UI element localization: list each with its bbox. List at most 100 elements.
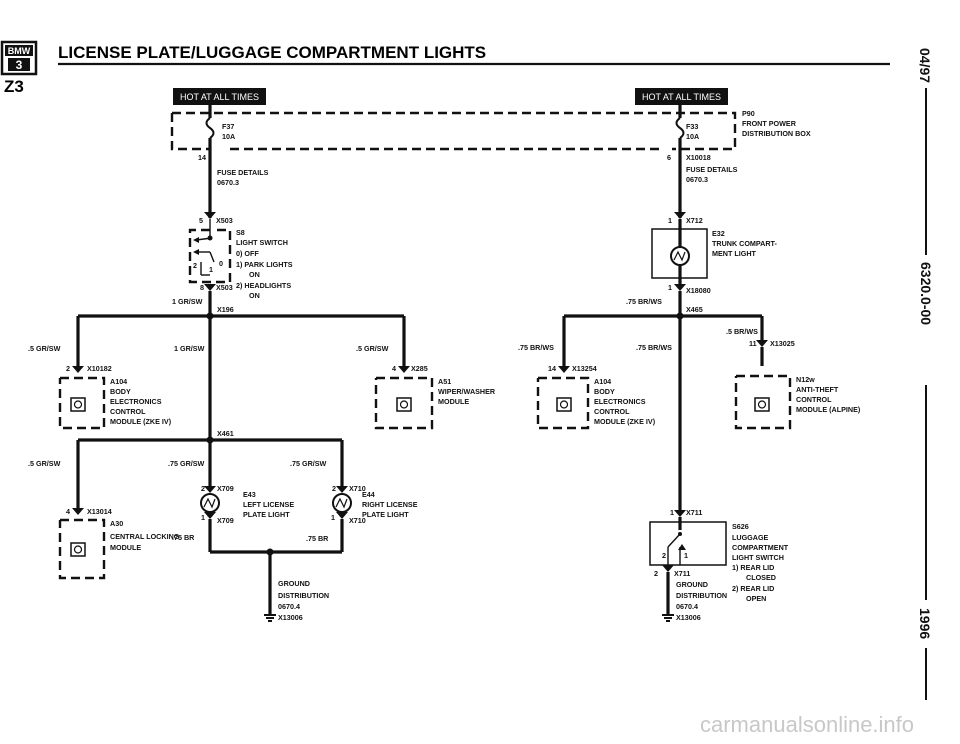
right-feed-wire	[674, 150, 686, 219]
svg-text:MENT LIGHT: MENT LIGHT	[712, 249, 757, 258]
light-switch-s8: 5 X503 2 0 1 S8 LIGHT SWITCH 0) OFF 1) P…	[172, 216, 293, 316]
svg-text:FUSE DETAILS: FUSE DETAILS	[686, 165, 738, 174]
svg-text:0) OFF: 0) OFF	[236, 249, 259, 258]
svg-text:1: 1	[209, 265, 213, 274]
svg-text:X285: X285	[411, 364, 428, 373]
trunk-compartment-light-e32: 1 X712 E32 TRUNK COMPART- MENT LIGHT 1 X…	[626, 216, 778, 316]
svg-text:E32: E32	[712, 229, 725, 238]
svg-text:2: 2	[662, 551, 666, 560]
hot-at-all-times-right: HOT AT ALL TIMES	[635, 88, 728, 105]
svg-text:5: 5	[199, 216, 203, 225]
svg-text:.75 GR/SW: .75 GR/SW	[168, 459, 205, 468]
svg-text:S8: S8	[236, 228, 245, 237]
svg-text:F33: F33	[686, 122, 698, 131]
module-a104-right: 14 X13254 A104 BODY ELECTRONICS CONTROL …	[536, 364, 656, 430]
svg-text:X461: X461	[217, 429, 234, 438]
svg-text:X709: X709	[217, 516, 234, 525]
svg-text:X13006: X13006	[676, 613, 701, 622]
svg-text:1) REAR LID: 1) REAR LID	[732, 563, 774, 572]
svg-text:CENTRAL LOCKING: CENTRAL LOCKING	[110, 532, 180, 541]
svg-text:DISTRIBUTION: DISTRIBUTION	[278, 591, 329, 600]
svg-text:X711: X711	[686, 508, 702, 517]
svg-text:.75 BR: .75 BR	[306, 534, 329, 543]
svg-text:N12w: N12w	[796, 375, 815, 384]
right-bus-x465: .75 BR/WS .75 BR/WS .5 BR/WS	[518, 312, 764, 510]
svg-text:14: 14	[198, 153, 206, 162]
left-license-plate-light-e43: 2 X709 E43 LEFT LICENSE PLATE LIGHT 1 X7…	[172, 484, 294, 552]
svg-text:LIGHT SWITCH: LIGHT SWITCH	[236, 238, 288, 247]
svg-text:0670.3: 0670.3	[217, 178, 239, 187]
svg-text:1: 1	[668, 283, 672, 292]
module-a30: 4 X13014 A30 CENTRAL LOCKING MODULE	[58, 507, 180, 580]
side-year: 1996	[917, 608, 933, 639]
fuse-f33: F33 10A 6 X10018 FUSE DETAILS 0670.3	[667, 105, 738, 184]
svg-text:4: 4	[66, 507, 70, 516]
svg-text:MODULE (ZKE IV): MODULE (ZKE IV)	[594, 417, 656, 426]
fuse-box-outline	[170, 111, 737, 151]
svg-text:X10018: X10018	[686, 153, 711, 162]
fuse-f37: F37 10A 14 FUSE DETAILS 0670.3	[198, 105, 269, 187]
svg-text:GROUND: GROUND	[676, 580, 708, 589]
svg-text:A30: A30	[110, 519, 123, 528]
side-code: 6320.0-00	[918, 262, 934, 325]
svg-text:X710: X710	[349, 484, 366, 493]
left-feed-wire	[204, 150, 216, 219]
svg-text:LEFT LICENSE: LEFT LICENSE	[243, 500, 294, 509]
svg-text:PLATE LIGHT: PLATE LIGHT	[362, 510, 409, 519]
svg-text:A104: A104	[594, 377, 611, 386]
svg-text:CONTROL: CONTROL	[110, 407, 146, 416]
svg-text:1: 1	[670, 508, 674, 517]
module-n12w: 11 X13025 N12w ANTI-THEFT CONTROL MODULE…	[734, 339, 861, 430]
watermark: carmanualsonline.info	[700, 712, 914, 737]
svg-text:X710: X710	[349, 516, 366, 525]
ground-distribution-right: GROUND DISTRIBUTION 0670.4 X13006	[662, 580, 727, 622]
svg-text:X13006: X13006	[278, 613, 303, 622]
module-a104-left: 2 X10182 A104 BODY ELECTRONICS CONTROL M…	[58, 364, 172, 430]
svg-text:DISTRIBUTION BOX: DISTRIBUTION BOX	[742, 129, 811, 138]
svg-text:ANTI-THEFT: ANTI-THEFT	[796, 385, 839, 394]
svg-text:.5 GR/SW: .5 GR/SW	[356, 344, 389, 353]
right-license-plate-light-e44: 2 X710 E44 RIGHT LICENSE PLATE LIGHT 1 X…	[306, 484, 418, 552]
page-title: LICENSE PLATE/LUGGAGE COMPARTMENT LIGHTS	[58, 43, 486, 62]
svg-text:ON: ON	[249, 291, 260, 300]
svg-text:ELECTRONICS: ELECTRONICS	[594, 397, 646, 406]
svg-text:14: 14	[548, 364, 556, 373]
svg-text:4: 4	[392, 364, 396, 373]
svg-text:X196: X196	[217, 305, 234, 314]
svg-text:BODY: BODY	[594, 387, 615, 396]
svg-text:X13254: X13254	[572, 364, 597, 373]
svg-text:RIGHT LICENSE: RIGHT LICENSE	[362, 500, 418, 509]
fuse-box-label: P90 FRONT POWER DISTRIBUTION BOX	[742, 109, 811, 138]
svg-text:ON: ON	[249, 270, 260, 279]
badge-text: BMW	[8, 46, 31, 56]
left-bus-x461: X461 .5 GR/SW .75 GR/SW .75 GR/SW	[28, 429, 344, 508]
svg-text:A104: A104	[110, 377, 127, 386]
svg-text:10A: 10A	[222, 132, 235, 141]
svg-text:.75 GR/SW: .75 GR/SW	[290, 459, 327, 468]
svg-text:BODY: BODY	[110, 387, 131, 396]
svg-text:2) HEADLIGHTS: 2) HEADLIGHTS	[236, 281, 291, 290]
svg-text:X465: X465	[686, 305, 703, 314]
svg-text:X13025: X13025	[770, 339, 795, 348]
svg-text:GROUND: GROUND	[278, 579, 310, 588]
svg-text:MODULE (ZKE IV): MODULE (ZKE IV)	[110, 417, 172, 426]
svg-text:E43: E43	[243, 490, 256, 499]
svg-text:.75 BR: .75 BR	[172, 533, 195, 542]
svg-text:CONTROL: CONTROL	[594, 407, 630, 416]
svg-text:X18080: X18080	[686, 286, 711, 295]
svg-text:S626: S626	[732, 522, 749, 531]
svg-text:A51: A51	[438, 377, 451, 386]
svg-text:X709: X709	[217, 484, 234, 493]
svg-text:2: 2	[332, 484, 336, 493]
svg-text:1 GR/SW: 1 GR/SW	[172, 297, 203, 306]
svg-text:.5 GR/SW: .5 GR/SW	[28, 344, 61, 353]
svg-text:2: 2	[654, 569, 658, 578]
svg-text:E44: E44	[362, 490, 375, 499]
svg-text:1) PARK LIGHTS: 1) PARK LIGHTS	[236, 260, 293, 269]
svg-text:1: 1	[668, 216, 672, 225]
svg-text:MODULE: MODULE	[438, 397, 469, 406]
svg-text:LIGHT SWITCH: LIGHT SWITCH	[732, 553, 784, 562]
svg-text:X10182: X10182	[87, 364, 112, 373]
svg-text:HOT AT ALL TIMES: HOT AT ALL TIMES	[642, 92, 721, 102]
